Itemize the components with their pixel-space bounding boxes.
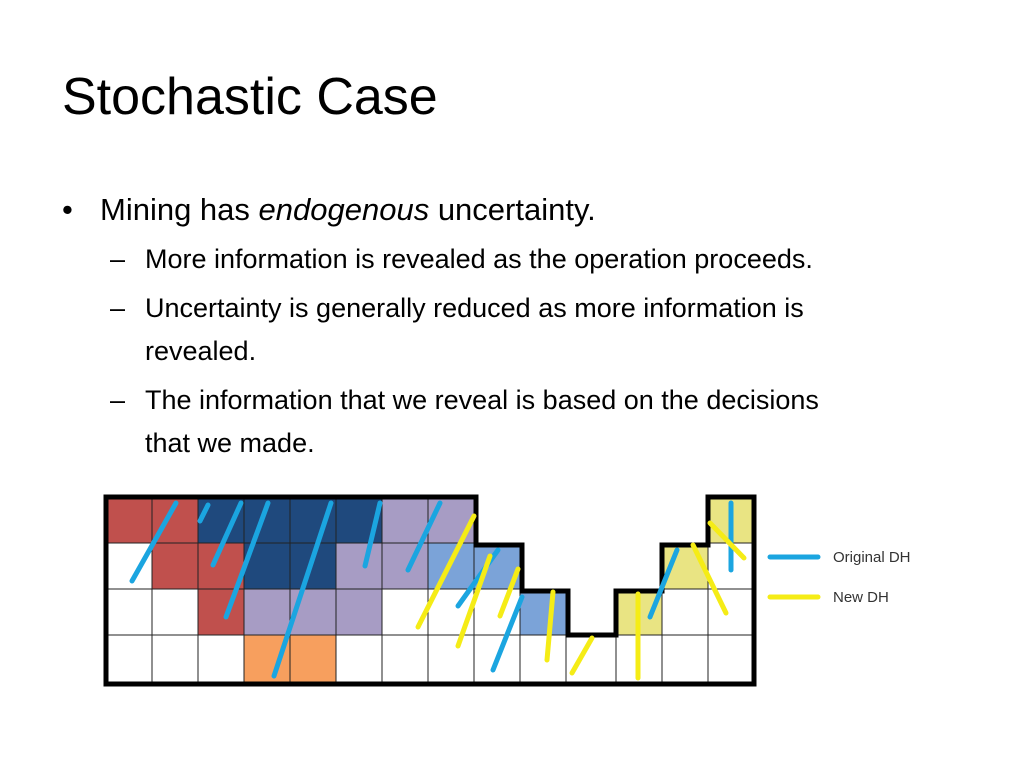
block-cell — [105, 496, 153, 544]
legend: Original DH New DH — [767, 549, 911, 606]
block-cell — [335, 542, 383, 590]
block-cell — [707, 588, 755, 636]
block-cell — [335, 588, 383, 636]
pit-outline — [103, 494, 757, 687]
original-drillhole — [405, 500, 443, 573]
bullet-list: • Mining has endogenous uncertainty. – M… — [62, 190, 962, 471]
original-drillhole — [647, 547, 680, 620]
block-cell — [197, 588, 245, 636]
block-cell — [519, 588, 567, 636]
original-drillhole — [210, 500, 244, 568]
original-drillhole — [362, 500, 383, 569]
block-cell — [151, 634, 199, 685]
new-drillhole — [455, 553, 493, 649]
sub-bullet-line: The information that we reveal is based … — [145, 385, 819, 415]
sub-bullet-dash: – — [110, 293, 126, 323]
sub-bullet-line: More information is revealed as the oper… — [145, 244, 813, 274]
sub-bullet-dash: – — [110, 244, 126, 274]
new-drillhole — [415, 513, 477, 630]
bullet-text-start: Mining has — [100, 192, 259, 227]
block-cell — [661, 588, 709, 636]
block-cell — [473, 588, 521, 636]
slide-title: Stochastic Case — [62, 68, 438, 126]
sub-bullet-item: – More information is revealed as the op… — [62, 238, 962, 281]
original-drillhole — [271, 500, 334, 679]
block-cell — [661, 634, 709, 685]
block-cell — [519, 634, 567, 685]
sub-bullet-line: that we made. — [145, 428, 315, 458]
sub-bullet-item: – Uncertainty is generally reduced as mo… — [62, 287, 962, 373]
original-drillhole — [223, 500, 271, 620]
bullet-item: • Mining has endogenous uncertainty. — [62, 190, 962, 230]
block-cell — [197, 496, 245, 544]
new-drillhole — [690, 542, 729, 616]
new-drillhole — [707, 520, 747, 561]
block-cell — [105, 634, 153, 685]
original-drillhole — [197, 502, 211, 524]
new-drillhole — [544, 589, 556, 663]
block-cell — [197, 634, 245, 685]
original-drillholes — [129, 500, 734, 679]
original-drillhole — [129, 500, 179, 584]
block-cell — [151, 588, 199, 636]
block-cell — [427, 496, 475, 544]
block-cell — [381, 496, 429, 544]
block-cell — [427, 634, 475, 685]
bullet-text-end: uncertainty. — [429, 192, 596, 227]
block-cell — [381, 588, 429, 636]
block-cell — [105, 588, 153, 636]
sub-bullet-line: revealed. — [145, 336, 257, 366]
sub-bullet-item: – The information that we reveal is base… — [62, 379, 962, 465]
block-cell — [151, 542, 199, 590]
original-drillhole — [490, 594, 525, 673]
sub-bullet-dash: – — [110, 385, 126, 415]
new-drillholes — [415, 513, 747, 681]
sub-bullet-line: Uncertainty is generally reduced as more… — [145, 293, 804, 323]
original-dh-legend-label: Original DH — [833, 549, 911, 566]
new-drillhole — [497, 566, 521, 619]
block-cell — [381, 542, 429, 590]
block-cell — [105, 542, 153, 590]
new-dh-legend-label: New DH — [833, 589, 889, 606]
block-cell — [707, 634, 755, 685]
new-drillhole — [569, 635, 595, 676]
block-cell — [335, 634, 383, 685]
block-cell — [243, 588, 291, 636]
bullet-text-emphasis: endogenous — [258, 192, 430, 227]
block-cell — [381, 634, 429, 685]
block-cell — [289, 634, 337, 685]
bullet-dot: • — [62, 192, 73, 227]
